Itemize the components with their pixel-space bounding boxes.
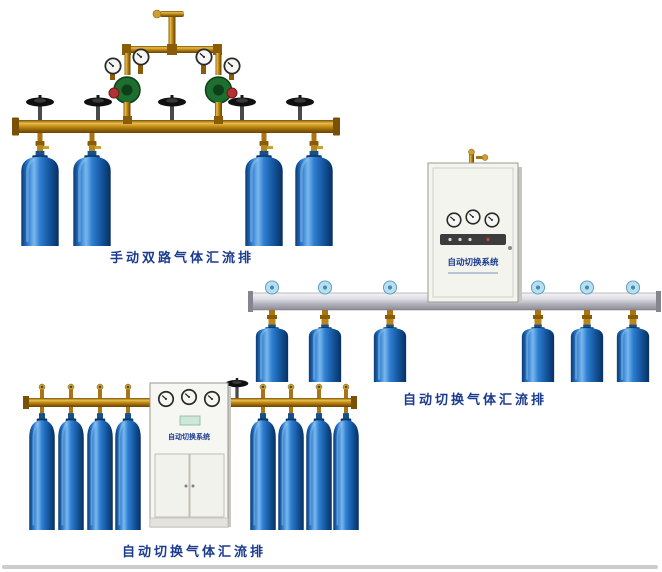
handwheel-valve-icon [26,95,54,120]
rail-cap-icon [382,280,398,295]
door-lock [508,246,512,250]
pressure-gauge-icon [446,212,462,228]
gas-cylinder [85,412,115,530]
rail-cap-icon [530,280,546,295]
gas-cylinder [520,324,556,382]
bottom-divider [2,565,658,569]
cylinder-connections [40,407,348,414]
figure-manual-dual-manifold [10,8,345,253]
gas-cylinder [113,412,143,530]
manifold-header-pipes [122,9,222,75]
manual-manifold-illustration [12,9,340,246]
pressure-gauge-icon [203,390,221,408]
pressure-regulator-right [195,48,241,120]
gas-cylinder [276,412,306,530]
pressure-gauge-icon [484,212,500,228]
cylinder-connections [35,133,323,152]
cylinder-stations [254,280,651,382]
handwheel-valve-icon [158,95,186,120]
gas-cylinder [372,324,408,382]
gas-cylinder [569,324,605,382]
rail-cap-icon [625,280,641,295]
indicator-panel [440,234,506,245]
status-display [179,415,201,426]
gas-cylinder [307,324,343,382]
gas-cylinder [615,324,651,382]
rail-cap-icon [264,280,280,295]
gas-cylinder [254,324,290,382]
auto-manifold-wall-illustration: 自动切换系统 [248,148,661,382]
cabinet-door-left [154,453,190,518]
cabinet-label: 自动切换系统 [447,257,499,267]
pressure-gauge-icon [195,48,213,66]
gas-cylinder [19,150,61,246]
gas-cylinder [304,412,334,530]
handwheel-valves [26,95,314,120]
cabinet-label: 自动切换系统 [168,432,210,441]
handwheel-valve-icon [84,95,112,120]
rail-cap-icon [317,280,333,295]
rail-cap-icon [579,280,595,295]
gas-cylinder [71,150,113,246]
cabinet-door-right [189,453,225,518]
control-cabinet: 自动切换系统 [149,382,231,528]
gas-cylinder [248,412,278,530]
handwheel-valve-icon [228,95,256,120]
pressure-gauge-icon [465,209,481,225]
figure-auto-manifold-wall: 自动切换系统 [248,148,662,388]
pressure-gauge-icon [180,388,198,406]
caption-auto-manifold-wall: 自动切换气体汇流排 [403,392,548,407]
gas-cylinder [27,412,57,530]
pressure-gauge-icon [157,390,175,408]
auto-manifold-floor-illustration: 自动切换系统 [23,377,361,530]
caption-auto-manifold-floor: 自动切换气体汇流排 [122,544,267,559]
pressure-gauge-icon [223,57,241,75]
pipe-valve-fittings [38,377,350,398]
gas-cylinder [56,412,86,530]
handwheel-valve-icon [286,95,314,120]
caption-manual-dual-manifold: 手动双路气体汇流排 [110,250,255,265]
control-cabinet: 自动切换系统 [427,148,522,303]
figure-auto-manifold-floor: 自动切换系统 [18,377,363,545]
main-manifold-pipe [12,116,340,136]
pressure-gauge-icon [104,57,122,75]
pressure-regulator-left [104,48,150,120]
pressure-gauge-icon [132,48,150,66]
gas-cylinder [331,412,361,530]
